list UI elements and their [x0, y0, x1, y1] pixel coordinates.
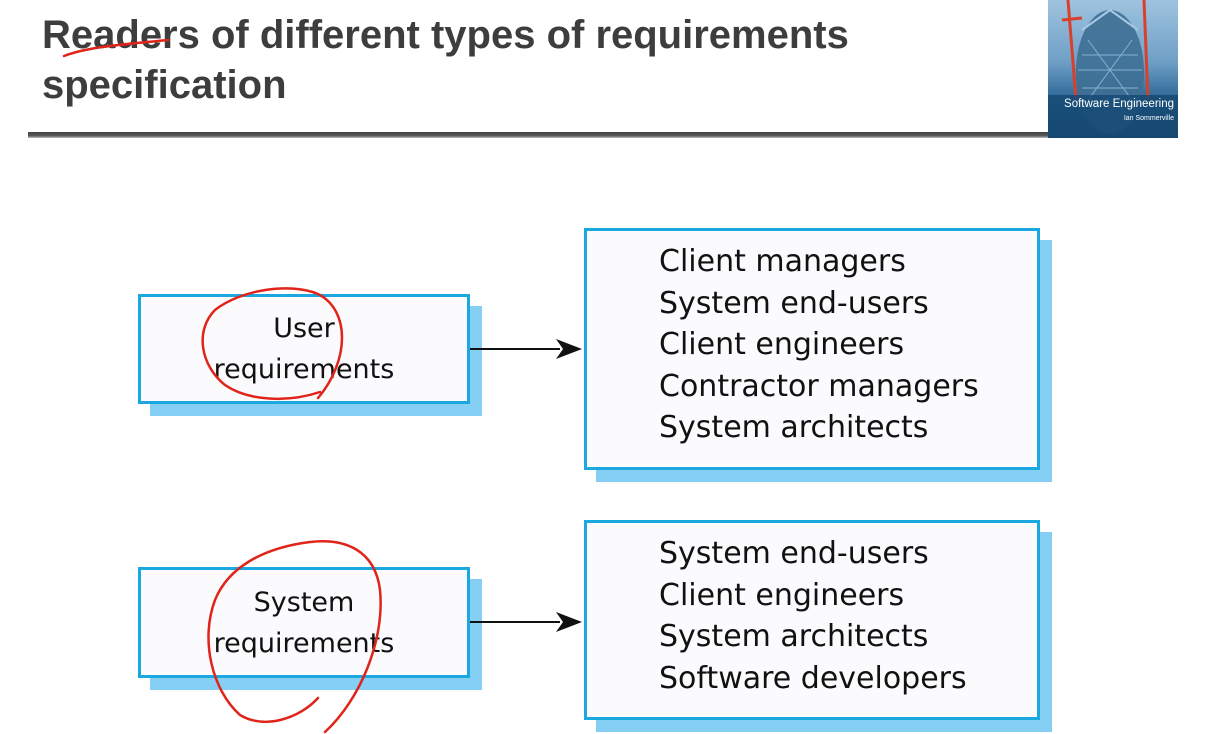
requirement-label-line: requirements	[213, 627, 395, 659]
connector-arrow-user	[470, 339, 582, 359]
reader-item: System end-users	[659, 285, 929, 321]
system-requirements-box: System requirements	[138, 567, 470, 678]
requirement-label-line: requirements	[213, 354, 395, 385]
slide-title: Readers of different types of requiremen…	[42, 13, 849, 107]
requirement-label-line: User	[273, 313, 335, 344]
reader-item: Software developers	[659, 660, 967, 696]
user-requirements-box: User requirements	[138, 294, 470, 404]
reader-item: System architects	[659, 410, 929, 445]
connector-arrow-system	[470, 612, 582, 632]
title-divider	[28, 132, 1050, 138]
reader-item: Client managers	[659, 244, 906, 279]
user-requirements-readers-box: Client managers System end-users Client …	[584, 228, 1040, 470]
reader-item: System architects	[659, 619, 929, 654]
reader-item: Client engineers	[659, 327, 905, 362]
reader-item: Contractor managers	[659, 368, 979, 404]
book-cover-image: Software Engineering Ian Sommerville	[1048, 0, 1178, 138]
system-requirements-readers-box: System end-users Client engineers System…	[584, 520, 1040, 720]
reader-item: Client engineers	[659, 577, 905, 613]
book-author: Ian Sommerville	[1123, 115, 1174, 122]
requirement-label-line: System	[253, 586, 355, 618]
book-title: Software Engineering	[1064, 98, 1174, 110]
reader-item: System end-users	[659, 536, 929, 571]
